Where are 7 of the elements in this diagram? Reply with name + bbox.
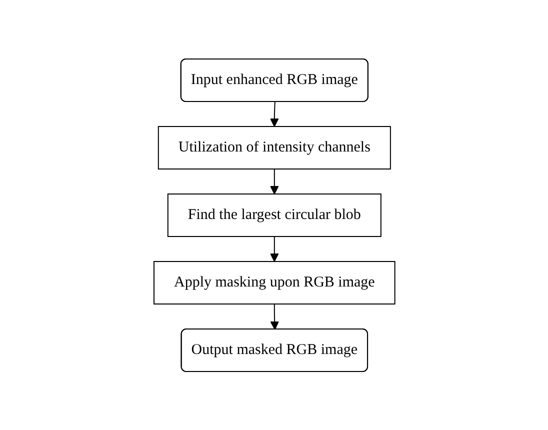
node-box: Utilization of intensity channels: [157, 126, 391, 170]
arrow: [270, 303, 279, 330]
arrow: [270, 168, 278, 194]
arrow: [270, 101, 278, 127]
node-box: Apply masking upon RGB image: [153, 260, 395, 304]
node-box: Find the largest circular blob: [166, 193, 381, 237]
arrow: [270, 236, 278, 262]
